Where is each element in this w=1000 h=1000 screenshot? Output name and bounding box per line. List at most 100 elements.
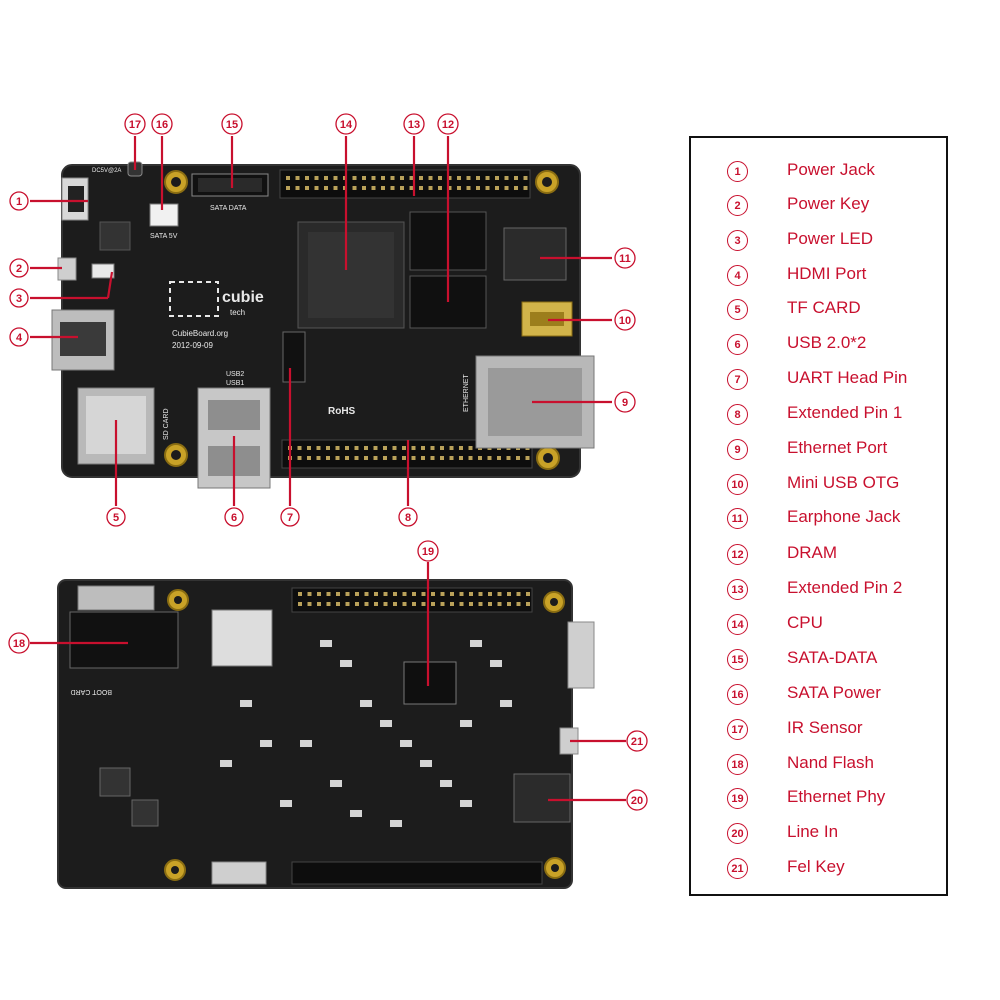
header-pin (314, 186, 319, 190)
smd-component (470, 640, 482, 647)
legend-label: Power Key (787, 194, 870, 213)
legend-label: Power LED (787, 229, 873, 248)
header-pin (409, 176, 414, 180)
legend-label: Earphone Jack (787, 507, 901, 526)
header-pin (336, 592, 340, 596)
header-pin (476, 176, 480, 180)
header-pin (438, 186, 442, 190)
header-pin (507, 592, 511, 596)
header-pin (286, 176, 290, 180)
header-pin (345, 446, 349, 450)
legend-number: 18 (727, 754, 748, 775)
header-pin (352, 186, 357, 190)
header-pin (381, 186, 385, 190)
header-pin (440, 592, 445, 596)
silk-usb2: USB2 (226, 371, 244, 378)
svg-text:21: 21 (631, 736, 643, 748)
header-pin (476, 186, 480, 190)
callout-badges: 1 2 3 4 5 6 7 8 9 10 11 12 13 14 15 16 1… (8, 113, 648, 811)
header-pin (355, 592, 359, 596)
header-pin (466, 176, 471, 180)
smd-component (400, 740, 412, 747)
smd-component (260, 740, 272, 747)
callout-20: 20 (626, 789, 648, 811)
svg-text:3: 3 (16, 293, 22, 305)
header-pin (504, 186, 509, 190)
header-pin (421, 602, 426, 606)
header-pin (355, 602, 359, 606)
header-pin (447, 176, 452, 180)
legend-label: DRAM (787, 543, 838, 562)
legend-label: Mini USB OTG (787, 473, 900, 492)
legend-label: Ethernet Port (787, 438, 888, 457)
svg-text:10: 10 (619, 315, 631, 327)
board-date: 2012-09-09 (172, 341, 213, 350)
header-pin (364, 602, 369, 606)
header-pin (345, 602, 350, 606)
svg-text:8: 8 (405, 512, 411, 524)
header-pin (419, 186, 423, 190)
legend-number: 19 (727, 788, 748, 809)
header-pin (507, 602, 511, 606)
header-pin (478, 602, 483, 606)
legend-label: UART Head Pin (787, 368, 908, 387)
line-in-jack (513, 773, 571, 823)
legend-label: Ethernet Phy (787, 787, 886, 806)
header-pin (487, 456, 492, 460)
header-pin (402, 592, 407, 596)
header-pin (440, 456, 444, 460)
pins-bottom-board (298, 592, 530, 606)
silk-sata-data: SATA DATA (210, 205, 247, 212)
header-pin (459, 602, 464, 606)
header-pin (526, 602, 530, 606)
legend-label: IR Sensor (787, 718, 863, 737)
svg-text:19: 19 (422, 546, 434, 558)
callout-16: 16 (151, 113, 173, 135)
header-pin (497, 602, 502, 606)
header-pin (316, 456, 321, 460)
header-pin (316, 446, 321, 450)
callout-10: 10 (614, 309, 636, 331)
header-pin (393, 602, 397, 606)
header-pin (497, 592, 502, 596)
callout-12: 12 (437, 113, 459, 135)
header-pin (495, 186, 499, 190)
header-pin (317, 602, 321, 606)
smd-component (440, 780, 452, 787)
silk-sd-card: SD CARD (163, 408, 170, 440)
callout-5: 5 (106, 507, 126, 527)
header-pin (295, 176, 300, 180)
header-pin (295, 186, 300, 190)
header-pin (478, 456, 482, 460)
header-pin (326, 446, 330, 450)
callout-18: 18 (8, 632, 30, 654)
header-pin (523, 176, 528, 180)
smd-component (300, 740, 312, 747)
callout-13: 13 (403, 113, 425, 135)
header-pin (412, 602, 416, 606)
header-pin (336, 602, 340, 606)
legend-number: 6 (727, 334, 748, 355)
header-pin (459, 446, 463, 450)
svg-text:4: 4 (16, 332, 23, 344)
bottom-board: BOOT CARD (57, 579, 595, 889)
callout-21: 21 (626, 730, 648, 752)
earphone-jack (503, 227, 567, 281)
ethernet-phy (403, 661, 457, 705)
legend-label: CPU (787, 613, 823, 632)
header-pin (317, 592, 321, 596)
legend-number: 15 (727, 649, 748, 670)
smd-component (220, 760, 232, 767)
uart-head-pin (282, 331, 306, 383)
header-pin (324, 176, 328, 180)
header-pin (506, 456, 511, 460)
legend-number: 12 (727, 544, 748, 565)
header-pin (409, 186, 414, 190)
